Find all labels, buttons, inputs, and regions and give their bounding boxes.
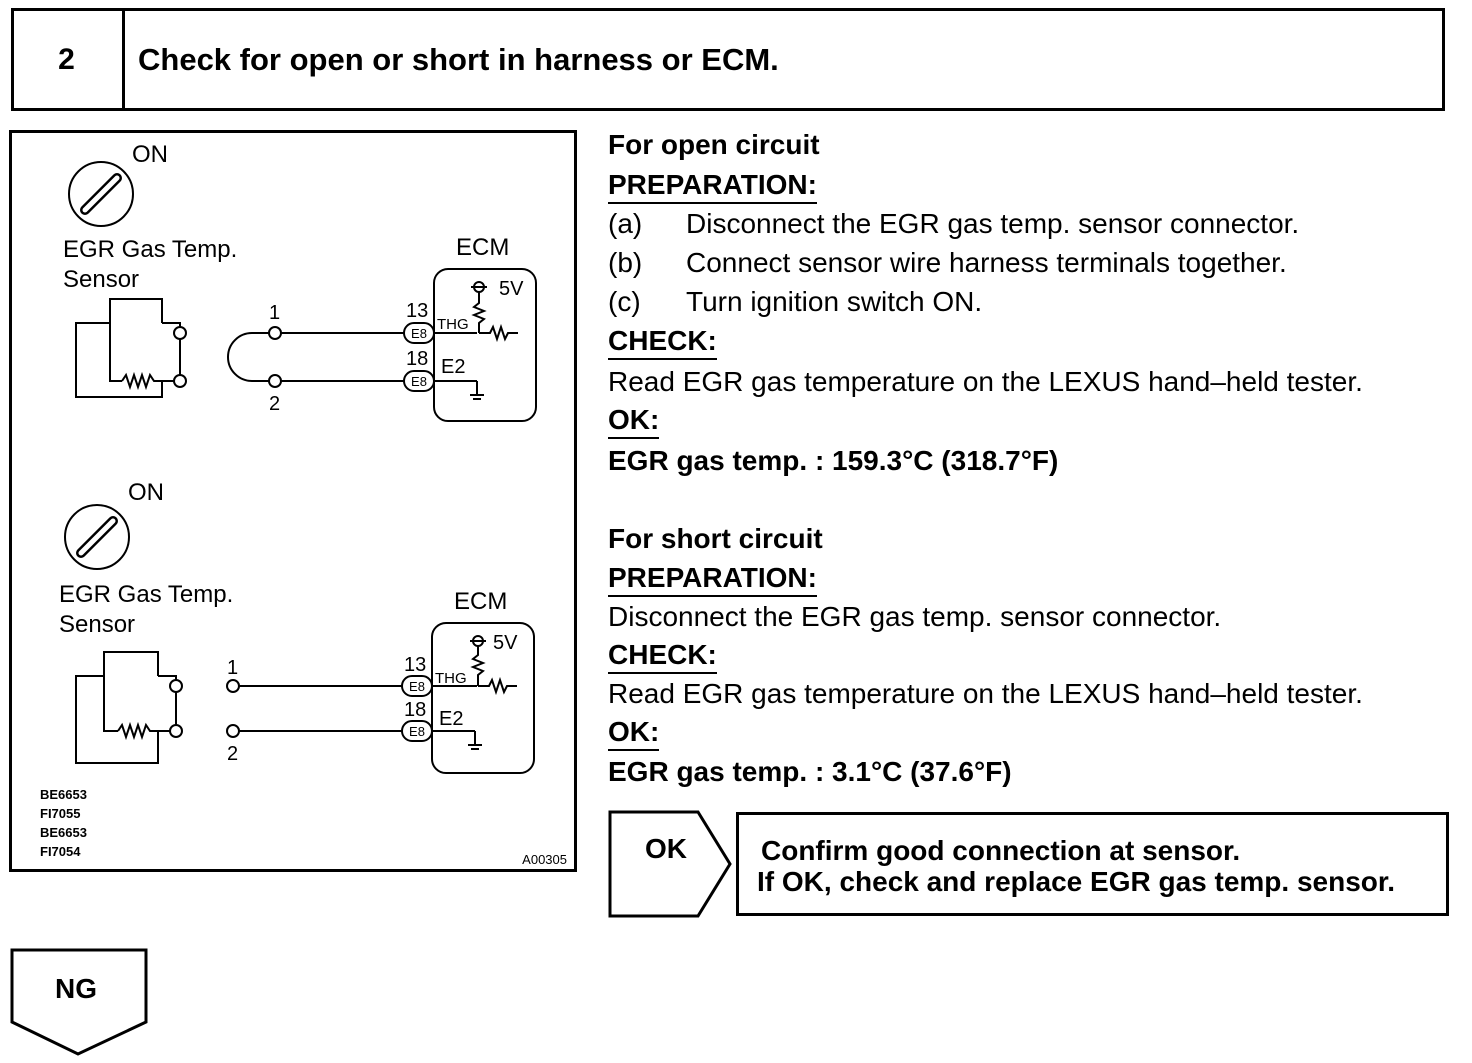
procedure-step-label: (c) (608, 286, 641, 317)
procedure-step: (a) Disconnect the EGR gas temp. sensor c… (608, 204, 1299, 243)
signal-label: E2 (439, 708, 463, 730)
supply-voltage-label: 5V (499, 278, 524, 300)
preparation-text: Disconnect the EGR gas temp. sensor conn… (608, 601, 1222, 632)
open-terminals (226, 679, 240, 738)
preparation-label: PREPARATION: (608, 168, 817, 204)
wiring-diagram-svg: ON EGR Gas Temp. Sensor ECM 5V 1 2 13 18… (40, 141, 567, 867)
procedure-step-text: Connect sensor wire harness terminals to… (686, 247, 1287, 278)
sensor-label: Sensor (63, 266, 139, 293)
ok-value: EGR gas temp. : 159.3°C (318.7°F) (608, 445, 1059, 476)
preparation-label: PREPARATION: (608, 561, 817, 597)
sensor-icon (75, 651, 183, 764)
pin-label: 18 (406, 348, 428, 370)
pin-label: 1 (269, 302, 280, 324)
pin-label: 18 (404, 699, 426, 721)
procedure-step: (c) Turn ignition switch ON. (608, 282, 982, 321)
connector-e8 (401, 675, 433, 742)
reference-code: FI7054 (40, 844, 81, 859)
ignition-switch-icon (64, 504, 130, 570)
procedure-step: (b) Connect sensor wire harness terminals… (608, 243, 1287, 282)
sensor-label: Sensor (59, 611, 135, 638)
ok-result-arrow: OK (608, 810, 734, 923)
sensor-icon (75, 298, 187, 398)
reference-code: BE6653 (40, 825, 87, 840)
jumper-wire (227, 326, 282, 388)
ok-value: EGR gas temp. : 3.1°C (37.6°F) (608, 756, 1012, 787)
procedure-step-text: Disconnect the EGR gas temp. sensor conn… (686, 208, 1300, 239)
reference-code: BE6653 (40, 787, 87, 802)
ok-result-box: Confirm good connection at sensor. If OK… (736, 812, 1449, 916)
signal-label: E2 (441, 356, 465, 378)
step-title: Check for open or short in harness or EC… (138, 41, 779, 77)
ok-result-line: Confirm good connection at sensor. (761, 835, 1241, 866)
ng-result-arrow: NG (10, 948, 150, 1063)
wiring-diagram: ON EGR Gas Temp. Sensor ECM 5V 1 2 13 18… (9, 130, 577, 872)
figure-id: A00305 (522, 852, 567, 867)
pin-label: 2 (269, 393, 280, 415)
connector-label: E8 (409, 724, 425, 739)
switch-state-label: ON (128, 479, 164, 506)
check-text: Read EGR gas temperature on the LEXUS ha… (608, 678, 1363, 709)
procedure-step-text: Turn ignition switch ON. (686, 286, 983, 317)
ok-result-label: OK (645, 833, 687, 864)
ok-result-line: If OK, check and replace EGR gas temp. s… (757, 866, 1396, 897)
connector-label: E8 (409, 679, 425, 694)
ecm-box (431, 622, 535, 774)
ok-label: OK: (608, 715, 660, 751)
connector-label: E8 (411, 374, 427, 389)
pin-label: 13 (406, 300, 428, 322)
sensor-label: EGR Gas Temp. (63, 236, 237, 263)
procedure-step-label: (a) (608, 208, 643, 239)
check-text: Read EGR gas temperature on the LEXUS ha… (608, 366, 1363, 397)
supply-voltage-label: 5V (493, 632, 518, 654)
procedure-step-label: (b) (608, 247, 643, 278)
pin-label: 1 (227, 657, 238, 679)
pin-label: 2 (227, 743, 238, 765)
short-circuit-heading: For short circuit (608, 523, 823, 554)
switch-state-label: ON (132, 141, 168, 168)
ecm-box (433, 268, 537, 422)
ecm-label: ECM (454, 588, 507, 615)
step-number: 2 (11, 8, 125, 111)
connector-label: E8 (411, 326, 427, 341)
step-header (11, 8, 1445, 111)
ecm-label: ECM (456, 234, 509, 261)
connector-e8 (403, 322, 435, 392)
signal-label: THG (435, 670, 467, 687)
reference-code: FI7055 (40, 806, 80, 821)
pin-label: 13 (404, 654, 426, 676)
sensor-label: EGR Gas Temp. (59, 581, 233, 608)
check-label: CHECK: (608, 638, 717, 674)
ng-result-label: NG (55, 973, 97, 1004)
open-circuit-heading: For open circuit (608, 129, 820, 160)
signal-label: THG (437, 316, 469, 333)
ignition-switch-icon (68, 161, 134, 227)
ok-label: OK: (608, 403, 660, 439)
check-label: CHECK: (608, 324, 717, 360)
